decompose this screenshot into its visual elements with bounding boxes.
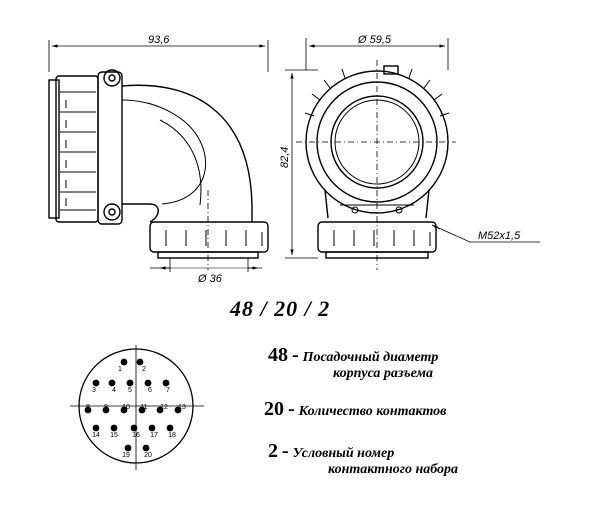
contact-pin	[92, 379, 100, 387]
contact-pin	[130, 424, 138, 432]
contact-pin-number: 14	[92, 432, 100, 439]
legend-item-set-number: 2-Условный номер	[268, 440, 395, 462]
contact-pin-number: 4	[112, 387, 116, 394]
contact-pin	[124, 444, 132, 452]
contact-pin	[136, 358, 144, 366]
front-view-dimensions	[285, 38, 540, 259]
legend-text: Посадочный диаметр	[302, 350, 439, 365]
legend-text: контактного набора	[328, 462, 459, 477]
legend-text: Количество контактов	[298, 404, 447, 419]
contact-pin	[144, 379, 152, 387]
contact-pin	[138, 406, 146, 414]
contact-pin-number: 6	[148, 387, 152, 394]
contact-pin-number: 19	[122, 452, 130, 459]
contact-pin-number: 2	[142, 366, 146, 373]
legend-number: 20	[264, 398, 284, 420]
dim-bottom-diameter-label: Ø 36	[197, 273, 223, 285]
side-view-dimensions	[48, 40, 269, 272]
dim-outer-diameter-label: Ø 59,5	[357, 34, 392, 46]
dim-height-label: 82,4	[279, 147, 291, 168]
contact-pin	[174, 406, 182, 414]
connector-code: 48 / 20 / 2	[230, 296, 331, 321]
legend-item-contacts: 20-Количество контактов	[264, 398, 447, 420]
contact-pin	[148, 424, 156, 432]
contact-pin-number: 17	[150, 432, 158, 439]
legend-number: 48	[268, 344, 288, 366]
contact-pin	[84, 406, 92, 414]
contact-pin	[166, 424, 174, 432]
contact-pin-number: 7	[166, 387, 170, 394]
contact-pin-number: 12	[160, 404, 168, 411]
contact-pin	[110, 424, 118, 432]
contact-pin	[156, 406, 164, 414]
contact-pin-number: 10	[122, 404, 130, 411]
contact-pin	[92, 424, 100, 432]
contact-pin-number: 3	[92, 387, 96, 394]
contact-pin-number: 11	[140, 404, 147, 411]
contact-pin	[142, 444, 150, 452]
contact-pin-number: 8	[86, 404, 90, 411]
pin-layout	[70, 345, 204, 470]
contact-pin	[126, 379, 134, 387]
contact-pin-number: 1	[118, 366, 122, 373]
legend-item-diameter-line2: корпуса разъема	[333, 366, 433, 382]
contact-pin-number: 5	[128, 387, 132, 394]
contact-pin	[108, 379, 116, 387]
legend-number: 2	[268, 440, 278, 462]
contact-pin-number: 9	[104, 404, 108, 411]
contact-pin	[102, 406, 110, 414]
contact-pin-number: 20	[144, 452, 152, 459]
contact-pin	[120, 358, 128, 366]
front-view	[296, 60, 456, 270]
legend-text: корпуса разъема	[333, 366, 434, 381]
contact-pin	[162, 379, 170, 387]
side-view	[48, 69, 269, 270]
thread-label: M52x1,5	[478, 230, 521, 242]
legend-item-set-number-line2: контактного набора	[328, 462, 458, 478]
legend-text: Условный номер	[292, 446, 395, 461]
dim-width-label: 93,6	[148, 34, 170, 46]
contact-pin-number: 15	[110, 432, 118, 439]
contact-pin	[120, 406, 128, 414]
contact-pin-number: 16	[132, 432, 140, 439]
contact-pin-number: 18	[168, 432, 176, 439]
legend-item-diameter: 48-Посадочный диаметр	[268, 344, 439, 366]
contact-pin-number: 13	[178, 404, 186, 411]
